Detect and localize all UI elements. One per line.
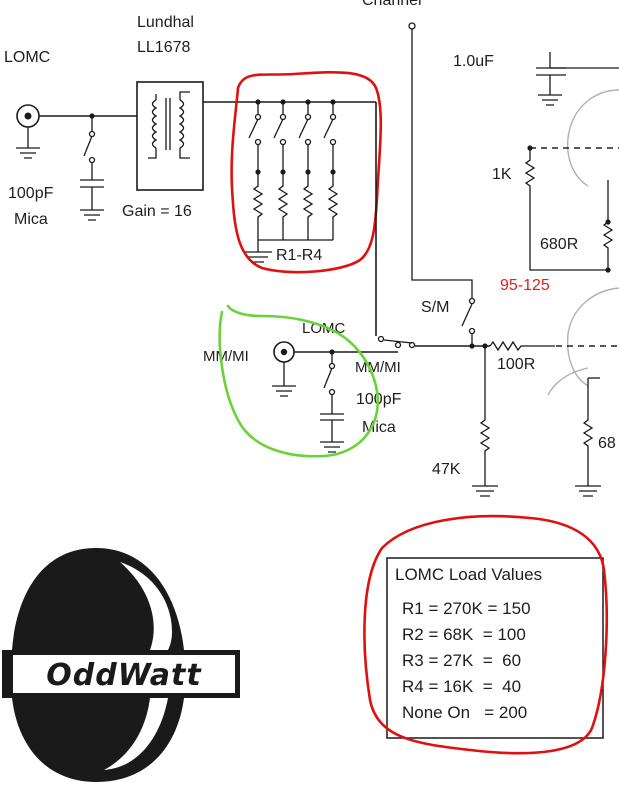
load-resistors-label: R1-R4 bbox=[276, 247, 322, 264]
switch-contact bbox=[254, 113, 262, 121]
load-ground-icon bbox=[244, 240, 272, 263]
resistor-1k-icon bbox=[524, 148, 608, 271]
logo-highlight-upper bbox=[120, 562, 173, 650]
r-680-label: 680R bbox=[540, 236, 578, 253]
load-table-highlight bbox=[363, 514, 608, 755]
mm-input-highlight bbox=[218, 304, 380, 458]
resistor-47k-icon bbox=[472, 346, 498, 497]
resistor-r2-icon bbox=[277, 172, 289, 240]
switch-mm-label: MM/MI bbox=[355, 359, 401, 376]
lomc-cap-ground-icon bbox=[80, 162, 104, 221]
r-1k-label: 1K bbox=[492, 166, 512, 183]
oddwatt-logo: OddWatt bbox=[2, 548, 240, 782]
load-table-row: R1 = 270K = 150 bbox=[402, 599, 531, 618]
resistor-r3-icon bbox=[302, 172, 314, 240]
switch-contact bbox=[254, 138, 262, 146]
transformer-core bbox=[165, 98, 171, 150]
load-branch-r3 bbox=[298, 99, 314, 240]
transformer-secondary-coil-icon bbox=[178, 99, 185, 149]
transformer: Lundhal LL1678 Gain = 16 bbox=[122, 14, 204, 220]
lomc-cap-switch-contact bbox=[88, 156, 96, 164]
mm-cap-switch-contact bbox=[328, 388, 336, 396]
gain-label: Gain = 16 bbox=[122, 203, 192, 220]
switch-contact bbox=[304, 138, 312, 146]
resistor-r1-icon bbox=[252, 172, 264, 240]
transformer-secondary-lead bbox=[179, 91, 190, 159]
bias-range-label: 95-125 bbox=[500, 277, 550, 294]
lomc-jack-pin bbox=[24, 112, 32, 120]
tube-upper-envelope bbox=[566, 89, 619, 187]
switch-contact bbox=[279, 113, 287, 121]
resistor-68-icon bbox=[575, 378, 601, 497]
switch-lever bbox=[323, 118, 334, 139]
transformer-primary-coil-icon bbox=[151, 99, 158, 149]
load-table-row: R2 = 68K = 100 bbox=[402, 625, 526, 644]
mm-cap-switch-contact bbox=[328, 362, 336, 370]
switch-lever bbox=[298, 118, 309, 139]
lomc-cap-switch-lever bbox=[83, 135, 93, 157]
lomc-switch-contact bbox=[377, 335, 385, 343]
switch-lever bbox=[248, 118, 259, 139]
mm-jack-pin bbox=[280, 348, 288, 356]
mm-cap-switch-lever bbox=[323, 367, 333, 389]
r-47k-label: 47K bbox=[432, 461, 461, 478]
cap-1uf-icon bbox=[536, 52, 566, 106]
sm-switch-contact bbox=[468, 297, 476, 305]
r-68-label: 68 bbox=[598, 435, 616, 452]
channel-label: Channel bbox=[362, 0, 422, 9]
resistor-r4-icon bbox=[327, 172, 339, 240]
channel-wire bbox=[411, 29, 473, 298]
logo-band bbox=[11, 653, 237, 695]
load-table-row: R3 = 27K = 60 bbox=[402, 651, 521, 670]
load-table-title: LOMC Load Values bbox=[395, 565, 542, 584]
sm-switch-label: S/M bbox=[421, 299, 449, 316]
lomc-cap-type: Mica bbox=[14, 211, 48, 228]
load-resistor-bank: R1-R4 bbox=[203, 99, 376, 264]
load-table-row: R4 = 16K = 40 bbox=[402, 677, 521, 696]
sm-switch-contact bbox=[468, 327, 476, 335]
lomc-input-label: LOMC bbox=[4, 49, 50, 66]
load-branches bbox=[248, 99, 339, 240]
load-table-row: None On = 200 bbox=[402, 703, 527, 722]
load-values-table: LOMC Load Values R1 = 270K = 150 R2 = 68… bbox=[386, 557, 604, 739]
signal-switch-section: LOMC MM/MI 100R 47K S/M bbox=[302, 22, 555, 497]
lomc-cap-value: 100pF bbox=[8, 185, 54, 202]
junction-node bbox=[605, 219, 611, 225]
switch-contact bbox=[304, 113, 312, 121]
switch-common-contact bbox=[394, 341, 402, 349]
lomc-cap-switch-contact bbox=[88, 130, 96, 138]
logo-text: OddWatt bbox=[46, 658, 202, 693]
load-branch-r2 bbox=[273, 99, 289, 240]
load-table-box bbox=[386, 557, 604, 739]
switch-contact bbox=[279, 138, 287, 146]
switch-contact bbox=[329, 113, 337, 121]
cap-top-label: 1.0uF bbox=[453, 53, 494, 70]
mm-jack-ground-icon bbox=[272, 362, 296, 397]
load-branch-r4 bbox=[323, 99, 339, 240]
tube-lower-arc bbox=[547, 367, 589, 396]
input-select-switch-lever bbox=[383, 339, 413, 344]
resistor-100r-icon bbox=[489, 340, 555, 352]
transformer-box bbox=[136, 81, 204, 191]
junction-node bbox=[605, 267, 611, 273]
mm-cap-ground-icon bbox=[320, 394, 344, 453]
lomc-input-section: LOMC 100pF Mica bbox=[4, 49, 137, 228]
tube-lower-envelope bbox=[566, 287, 619, 387]
lomc-jack-ground-icon bbox=[16, 127, 40, 159]
channel-terminal bbox=[408, 22, 416, 30]
resistor-680r-icon bbox=[602, 180, 614, 270]
transformer-primary-lead bbox=[148, 94, 157, 159]
mm-input-label: MM/MI bbox=[203, 348, 249, 365]
switch-contact bbox=[329, 138, 337, 146]
load-branch-r1 bbox=[248, 99, 264, 240]
sm-switch-lever bbox=[461, 303, 473, 327]
tube-stage: 1.0uF 1K 680R 95-125 68 bbox=[453, 52, 619, 497]
transformer-model: LL1678 bbox=[137, 39, 190, 56]
r-100-label: 100R bbox=[497, 356, 535, 373]
load-bank-highlight bbox=[230, 71, 383, 274]
transformer-make: Lundhal bbox=[137, 14, 194, 31]
switch-lever bbox=[273, 118, 284, 139]
logo-highlight-lower bbox=[104, 698, 168, 770]
